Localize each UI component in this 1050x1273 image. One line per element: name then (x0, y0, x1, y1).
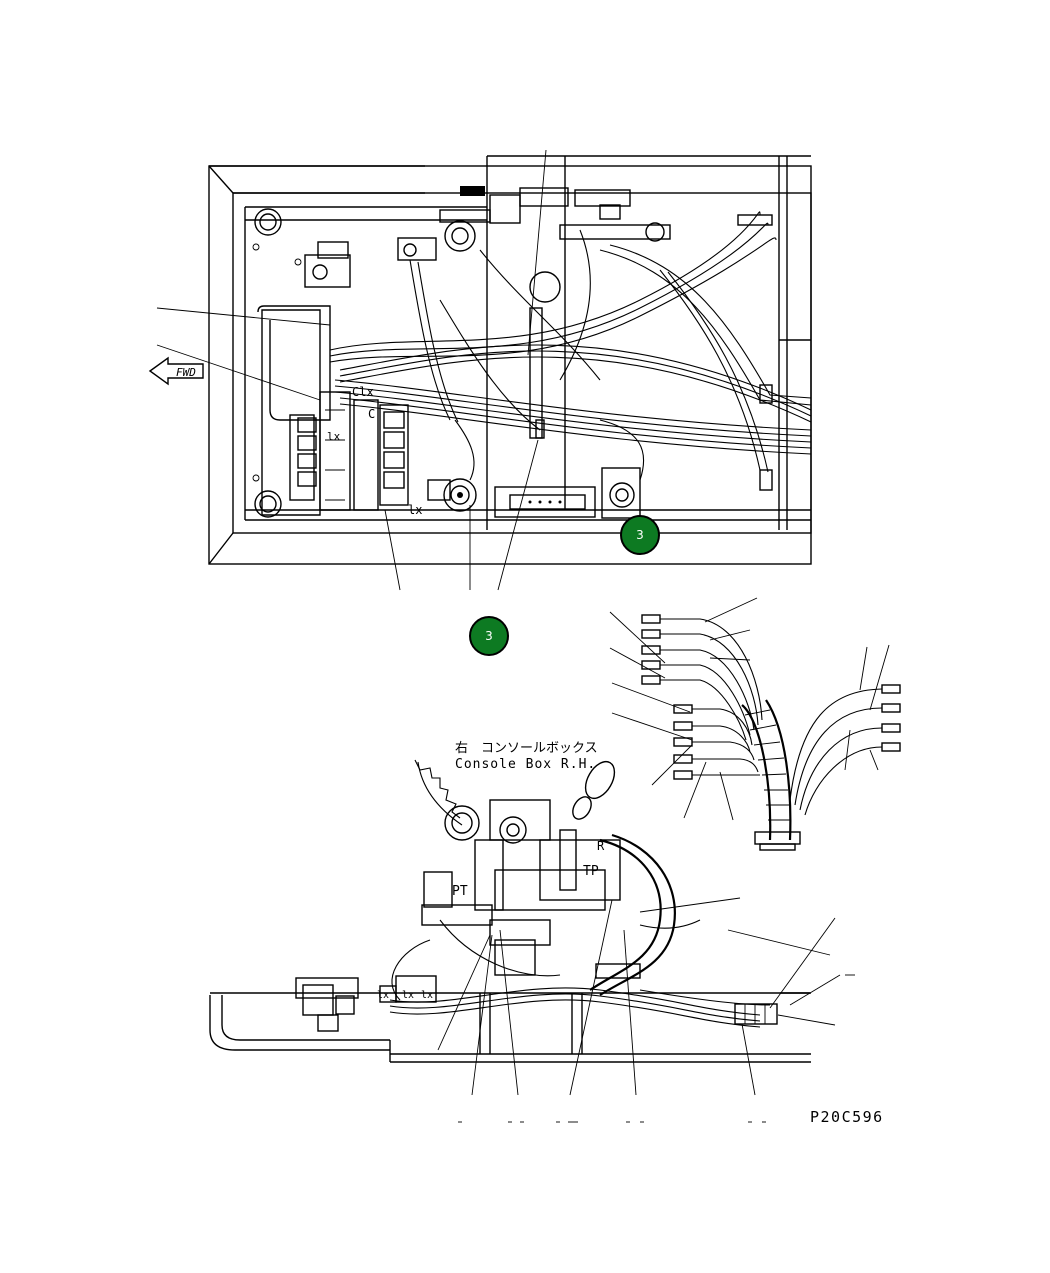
top-fittings (304, 186, 773, 288)
upper-view: Clx C lx lx (148, 149, 812, 591)
lower-leaders (437, 897, 841, 1096)
title-en: Console Box R.H. (455, 757, 596, 772)
port-label-clx: Clx (352, 385, 374, 399)
callout-3-middle-label: 3 (485, 629, 493, 643)
callout-3-middle[interactable]: 3 (469, 616, 509, 656)
port-label-lx-c: lx (421, 990, 433, 1001)
port-label-lx-1: lx (408, 503, 422, 517)
upper-bottom-components (427, 307, 641, 519)
boss-top-left (254, 208, 282, 236)
port-label-r: R (597, 839, 605, 853)
boss-bottom-left (254, 490, 282, 518)
fwd-arrow: FWD (148, 356, 204, 386)
port-label-lx-a: lx (377, 990, 389, 1001)
port-label-lx-b: lx (402, 990, 414, 1001)
fwd-label: FWD (176, 366, 196, 379)
port-label-pt: PT (452, 884, 468, 899)
harness-detail (609, 597, 901, 851)
lower-view: 右 コンソールボックス Console Box R.H. PT TP R (209, 741, 855, 1123)
callout-3-upper-right-label: 3 (636, 528, 644, 542)
upper-harness (329, 211, 812, 491)
callout-3-upper-right[interactable]: 3 (620, 515, 660, 555)
drawing-number: P20C596 (810, 1108, 884, 1126)
port-label-c: C (368, 407, 375, 421)
port-label-tp: TP (583, 864, 599, 879)
port-label-lx-2: lx (327, 430, 341, 443)
lower-valve-assembly (421, 760, 621, 976)
upper-leaders (156, 149, 547, 591)
upper-inner-frame (232, 192, 812, 534)
leader-ticks (458, 974, 855, 1123)
valve-stack (289, 391, 409, 511)
title-jp: 右 コンソールボックス (455, 741, 598, 756)
harness-right-connectors (881, 684, 901, 752)
